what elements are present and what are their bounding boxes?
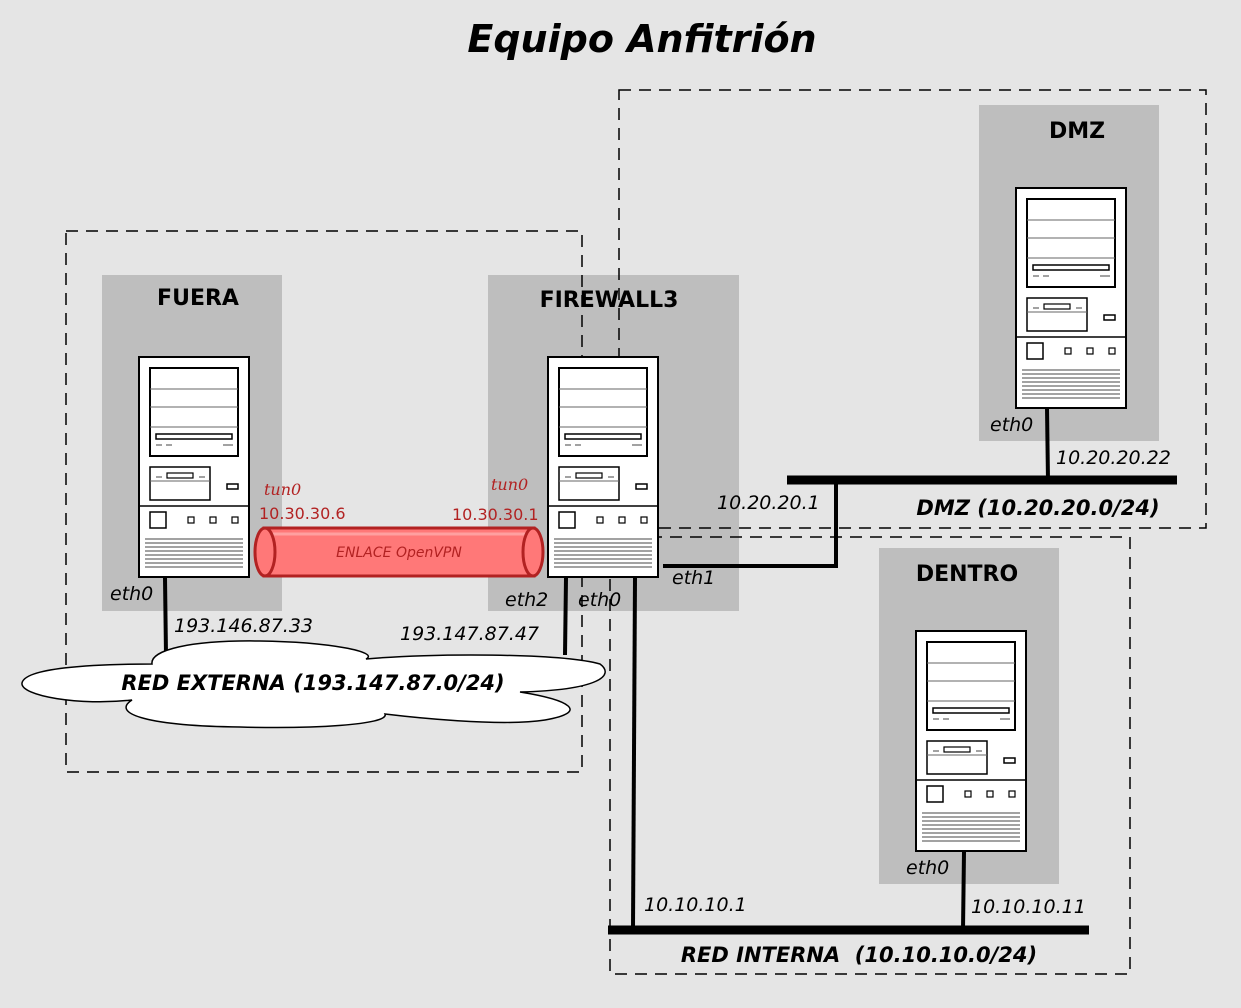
link-firewall-eth2 bbox=[563, 577, 568, 656]
dentro-ip-label: 10.10.10.11 bbox=[971, 896, 1086, 918]
link-firewall-eth0 bbox=[631, 577, 637, 929]
tunnel-right-ip: 10.30.30.1 bbox=[452, 505, 539, 524]
tunnel-label: ENLACE OpenVPN bbox=[336, 545, 462, 561]
server-icon-firewall bbox=[547, 356, 659, 578]
firewall-eth2-label: eth2 bbox=[505, 589, 548, 611]
host-name-fuera: FUERA bbox=[157, 286, 239, 311]
firewall-ext-ip-label: 193.147.87.47 bbox=[400, 623, 539, 645]
tunnel-right-iface: tun0 bbox=[491, 475, 528, 494]
link-fuera-eth0 bbox=[163, 577, 168, 656]
link-firewall-eth1 bbox=[663, 481, 838, 568]
host-name-firewall: FIREWALL3 bbox=[540, 288, 679, 313]
link-dentro-eth0 bbox=[961, 851, 966, 931]
dentro-iface-label: eth0 bbox=[906, 857, 949, 879]
zone-dmz bbox=[618, 89, 1207, 529]
server-icon-dentro bbox=[915, 630, 1027, 852]
fuera-iface-label: eth0 bbox=[110, 583, 153, 605]
network-label-interna: RED INTERNA (10.10.10.0/24) bbox=[681, 943, 1037, 967]
diagram-title: Equipo Anfitrión bbox=[467, 17, 816, 61]
network-label-externa: RED EXTERNA (193.147.87.0/24) bbox=[121, 671, 504, 695]
host-name-dmz: DMZ bbox=[1049, 119, 1105, 144]
tunnel-left-iface: tun0 bbox=[264, 480, 301, 499]
firewall-eth1-label: eth1 bbox=[672, 567, 715, 589]
network-label-dmz: DMZ (10.20.20.0/24) bbox=[916, 496, 1159, 520]
dmz-iface-label: eth0 bbox=[990, 414, 1033, 436]
vpn-tunnel bbox=[253, 526, 545, 578]
firewall-dmz-ip-label: 10.20.20.1 bbox=[717, 492, 820, 514]
firewall-eth0-label: eth0 bbox=[578, 589, 621, 611]
server-icon-fuera bbox=[138, 356, 250, 578]
cloud-externa bbox=[21, 640, 606, 729]
firewall-int-ip-label: 10.10.10.1 bbox=[644, 894, 747, 916]
fuera-ip-label: 193.146.87.33 bbox=[174, 615, 313, 637]
link-dmz-eth0 bbox=[1045, 407, 1050, 482]
server-icon-dmz bbox=[1015, 187, 1127, 409]
host-name-dentro: DENTRO bbox=[916, 562, 1018, 587]
zone-interna bbox=[609, 536, 1131, 975]
tunnel-left-ip: 10.30.30.6 bbox=[259, 504, 346, 523]
dmz-ip-label: 10.20.20.22 bbox=[1056, 447, 1171, 469]
